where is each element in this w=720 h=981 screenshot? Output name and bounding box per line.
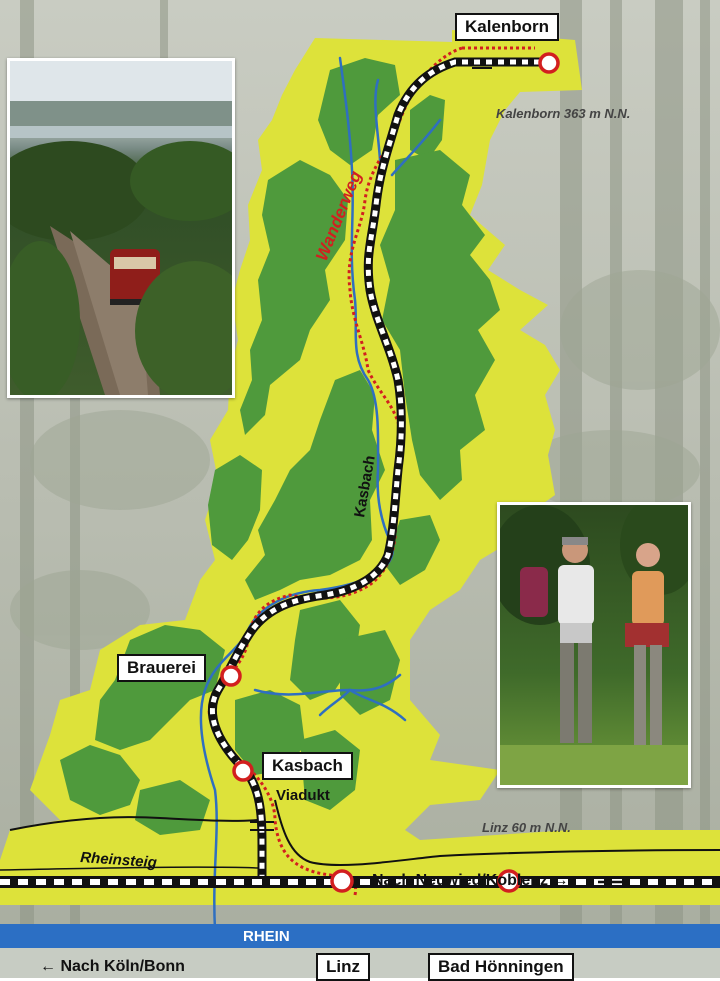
station-label-kasbach: Kasbach	[262, 752, 353, 780]
circle-station-icon	[232, 760, 254, 782]
nach-koeln-label: ← Nach Köln/Bonn	[40, 958, 185, 976]
station-markers	[220, 52, 560, 893]
arrow-left-icon: ←	[40, 958, 56, 975]
station-label-brauerei: Brauerei	[117, 654, 206, 682]
rhein-label: RHEIN	[243, 928, 290, 945]
rheinsteig-path	[9, 816, 259, 831]
wanderweg-trail	[207, 46, 535, 896]
hikers-image	[500, 505, 688, 785]
background-foliage	[10, 270, 720, 650]
station-label-bad-hoenningen: Bad Hönningen	[428, 953, 574, 981]
rhein-river	[0, 924, 720, 948]
circle-station-icon	[330, 869, 354, 893]
elevation-linz: Linz 60 m N.N.	[482, 820, 571, 835]
viadukt-label: Viadukt	[276, 787, 330, 804]
rheinsteig-label: Rheinsteig	[80, 849, 158, 871]
station-label-kalenborn: Kalenborn	[455, 13, 560, 41]
hikers-photo	[497, 502, 691, 788]
elevation-kalenborn: Kalenborn 363 m N.N.	[496, 106, 631, 121]
circle-station-icon	[497, 869, 521, 893]
circle-station-icon	[220, 665, 242, 687]
nach-neuwied-label: Nach Neuwied/Koblenz →	[372, 872, 568, 890]
arrow-right-icon: →	[552, 872, 569, 889]
rhein-bank	[0, 866, 259, 871]
nach-koeln-text: Nach Köln/Bonn	[60, 958, 185, 975]
railbus-image	[10, 61, 232, 395]
nach-neuwied-text: Nach Neuwied/Koblenz	[372, 872, 549, 889]
station-label-linz: Linz	[316, 953, 370, 981]
railbus-photo	[7, 58, 235, 398]
upper-route	[274, 799, 720, 866]
circle-station-icon	[538, 52, 560, 74]
